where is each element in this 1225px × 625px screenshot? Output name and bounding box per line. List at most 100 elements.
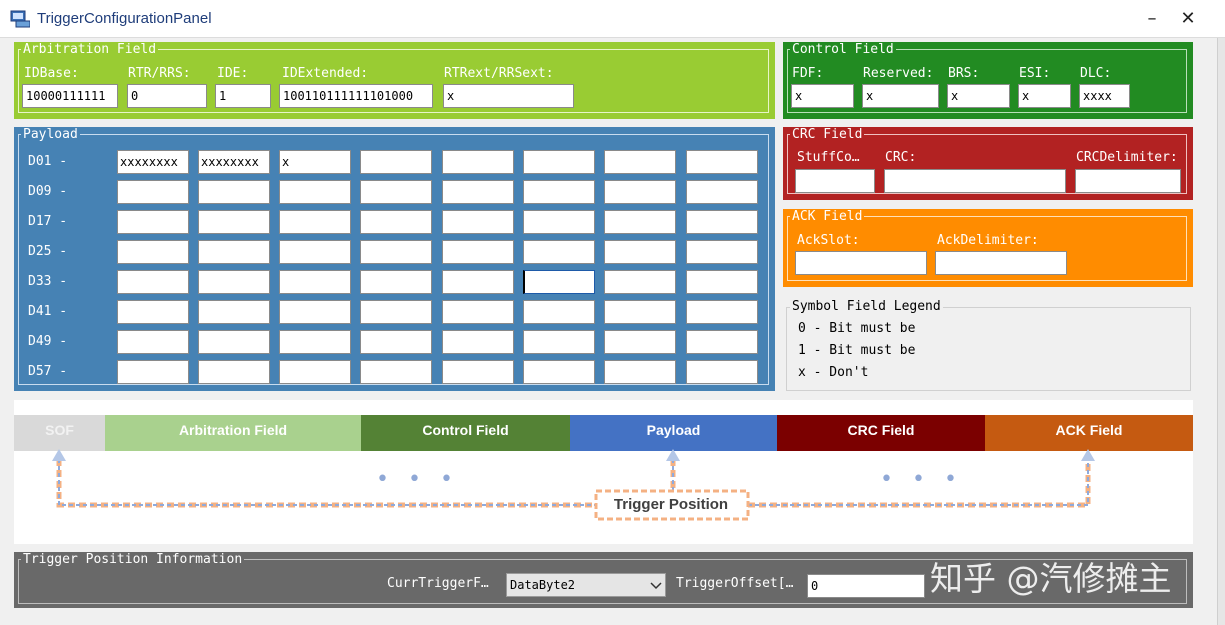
esi-input[interactable]: x xyxy=(1018,84,1071,108)
payload-byte-input[interactable] xyxy=(117,180,189,204)
payload-byte-input[interactable] xyxy=(523,150,595,174)
title-bar xyxy=(0,0,1225,38)
crcdelimiter-label: CRCDelimiter: xyxy=(1076,150,1178,165)
payload-byte-input[interactable] xyxy=(360,330,432,354)
dlc-input[interactable]: xxxx xyxy=(1079,84,1130,108)
payload-byte-input[interactable]: xxxxxxxx xyxy=(117,150,189,174)
payload-row-label: D33 - xyxy=(28,274,68,289)
payload-byte-input[interactable] xyxy=(117,240,189,264)
segment-arbitration: Arbitration Field xyxy=(105,415,361,451)
payload-byte-input[interactable] xyxy=(117,270,189,294)
payload-byte-input[interactable] xyxy=(442,300,514,324)
payload-byte-input[interactable] xyxy=(604,360,676,384)
payload-byte-input[interactable] xyxy=(279,210,351,234)
idextended-input[interactable]: 100110111111101000 xyxy=(279,84,433,108)
payload-byte-input[interactable] xyxy=(686,150,758,174)
payload-row-label: D41 - xyxy=(28,304,68,319)
payload-byte-input[interactable] xyxy=(686,360,758,384)
crcdelimiter-input[interactable] xyxy=(1075,169,1181,193)
segment-control: Control Field xyxy=(361,415,570,451)
payload-byte-input[interactable] xyxy=(604,210,676,234)
payload-byte-input[interactable] xyxy=(686,210,758,234)
payload-byte-input[interactable] xyxy=(686,240,758,264)
payload-byte-input[interactable] xyxy=(523,330,595,354)
payload-byte-input[interactable] xyxy=(442,210,514,234)
payload-byte-input[interactable] xyxy=(604,240,676,264)
payload-byte-input[interactable] xyxy=(523,300,595,324)
payload-byte-input[interactable] xyxy=(360,180,432,204)
segment-sof: SOF xyxy=(14,415,105,451)
trigger-offset-input[interactable]: 0 xyxy=(807,574,925,598)
payload-byte-input[interactable] xyxy=(198,360,270,384)
crc-label: CRC: xyxy=(885,150,917,165)
close-button[interactable]: ✕ xyxy=(1180,8,1196,29)
brs-input[interactable]: x xyxy=(947,84,1010,108)
payload-byte-input[interactable] xyxy=(279,360,351,384)
payload-byte-input[interactable] xyxy=(279,300,351,324)
segment-ack: ACK Field xyxy=(985,415,1193,451)
payload-byte-input[interactable] xyxy=(360,300,432,324)
payload-byte-input[interactable] xyxy=(279,330,351,354)
payload-byte-input[interactable] xyxy=(279,240,351,264)
payload-byte-input[interactable] xyxy=(523,180,595,204)
payload-byte-input[interactable] xyxy=(198,330,270,354)
control-field-panel: Control Field FDF: x Reserved: x BRS: x … xyxy=(783,42,1193,119)
ide-input[interactable]: 1 xyxy=(215,84,271,108)
payload-byte-input[interactable] xyxy=(360,150,432,174)
payload-byte-input[interactable] xyxy=(117,210,189,234)
payload-byte-input[interactable] xyxy=(360,240,432,264)
payload-row-label: D49 - xyxy=(28,334,68,349)
curr-trigger-select[interactable]: DataByte2 xyxy=(506,573,666,597)
payload-byte-input[interactable] xyxy=(686,330,758,354)
idbase-input[interactable]: 10000111111 xyxy=(22,84,118,108)
payload-byte-input[interactable] xyxy=(442,270,514,294)
payload-byte-input[interactable] xyxy=(686,180,758,204)
rtr-rrs-input[interactable]: 0 xyxy=(127,84,207,108)
payload-row-label: D57 - xyxy=(28,364,68,379)
payload-byte-input[interactable] xyxy=(360,360,432,384)
crc-input[interactable] xyxy=(884,169,1066,193)
payload-byte-input[interactable] xyxy=(523,240,595,264)
payload-byte-input[interactable] xyxy=(604,180,676,204)
fdf-input[interactable]: x xyxy=(791,84,854,108)
payload-byte-input[interactable] xyxy=(198,210,270,234)
segment-payload: Payload xyxy=(570,415,777,451)
payload-byte-input[interactable] xyxy=(117,330,189,354)
stuffcount-input[interactable] xyxy=(795,169,875,193)
rtrext-rrsext-input[interactable]: x xyxy=(443,84,574,108)
payload-byte-input[interactable] xyxy=(198,270,270,294)
payload-byte-input[interactable] xyxy=(279,180,351,204)
payload-byte-input[interactable] xyxy=(279,270,351,294)
payload-byte-input[interactable] xyxy=(442,180,514,204)
rtrext-rrsext-label: RTRext/RRSext: xyxy=(444,66,554,81)
ackdelimiter-input[interactable] xyxy=(935,251,1067,275)
payload-byte-input[interactable] xyxy=(442,240,514,264)
payload-byte-input[interactable] xyxy=(523,270,595,294)
reserved-input[interactable]: x xyxy=(862,84,939,108)
payload-byte-input[interactable] xyxy=(198,240,270,264)
payload-row-label: D09 - xyxy=(28,184,68,199)
payload-byte-input[interactable] xyxy=(360,270,432,294)
payload-byte-input[interactable] xyxy=(686,270,758,294)
payload-byte-input[interactable] xyxy=(523,210,595,234)
payload-byte-input[interactable] xyxy=(198,300,270,324)
payload-byte-input[interactable] xyxy=(360,210,432,234)
minimize-button[interactable]: – xyxy=(1147,8,1157,29)
payload-byte-input[interactable]: xxxxxxxx xyxy=(198,150,270,174)
payload-byte-input[interactable] xyxy=(604,330,676,354)
payload-byte-input[interactable] xyxy=(117,360,189,384)
payload-byte-input[interactable] xyxy=(117,300,189,324)
payload-byte-input[interactable] xyxy=(198,180,270,204)
ack-legend: ACK Field xyxy=(790,209,865,224)
payload-byte-input[interactable] xyxy=(686,300,758,324)
payload-byte-input[interactable] xyxy=(442,150,514,174)
payload-byte-input[interactable] xyxy=(604,150,676,174)
payload-byte-input[interactable] xyxy=(604,300,676,324)
payload-byte-input[interactable] xyxy=(523,360,595,384)
ackslot-input[interactable] xyxy=(795,251,927,275)
arbitration-legend: Arbitration Field xyxy=(21,42,159,57)
payload-byte-input[interactable] xyxy=(442,360,514,384)
payload-byte-input[interactable] xyxy=(604,270,676,294)
payload-byte-input[interactable] xyxy=(442,330,514,354)
payload-byte-input[interactable]: x xyxy=(279,150,351,174)
